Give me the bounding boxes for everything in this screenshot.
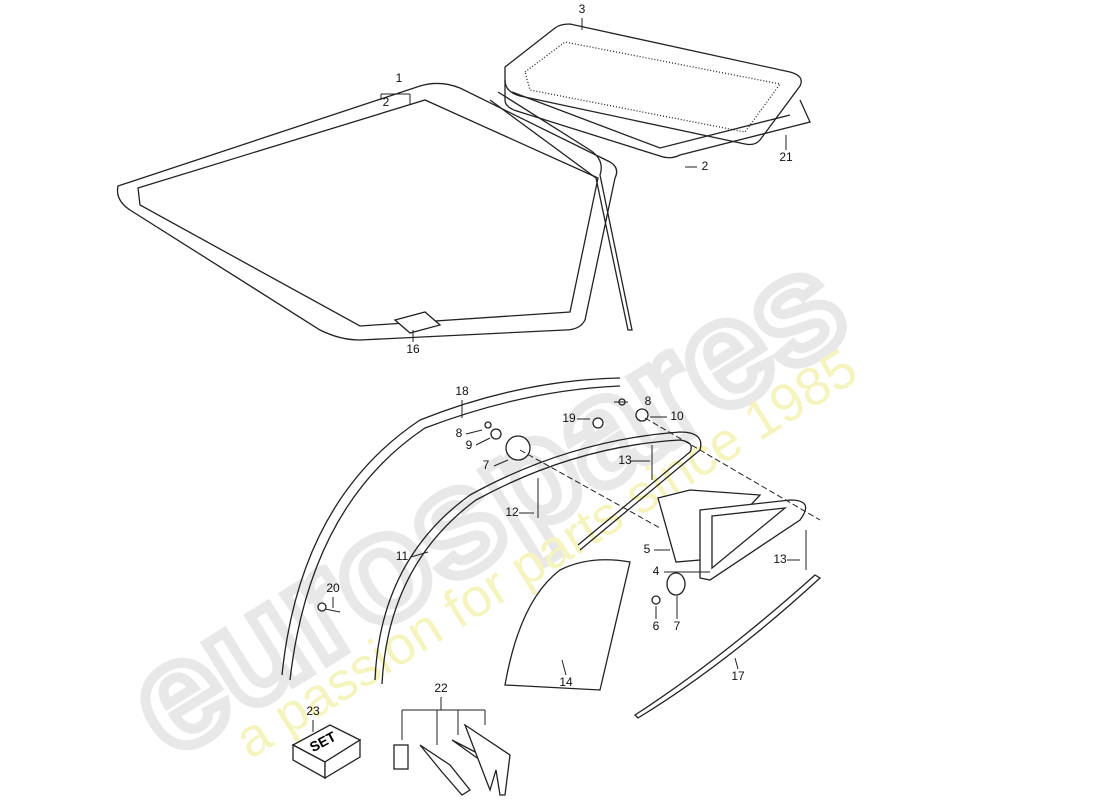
- callout-7b: 7: [674, 619, 681, 633]
- callout-21: 21: [779, 150, 793, 164]
- callout-5: 5: [644, 542, 651, 556]
- callout-2: 2: [383, 95, 390, 109]
- callout-10: 10: [670, 409, 684, 423]
- fasteners: [317, 398, 821, 613]
- callout-9: 9: [466, 438, 473, 452]
- callout-14: 14: [559, 675, 573, 689]
- callout-23: 23: [306, 704, 320, 718]
- side-windows: [657, 489, 807, 581]
- callout-11: 11: [396, 549, 409, 563]
- callout-8: 8: [645, 394, 652, 408]
- callout-8b: 8: [456, 426, 463, 440]
- set-box: SET: [291, 724, 362, 780]
- callout-13: 13: [618, 453, 632, 467]
- callout-3: 3: [579, 2, 586, 16]
- callout-2b: 2: [702, 159, 709, 173]
- clip-part-16: [393, 311, 442, 334]
- sealant-kit: [393, 709, 511, 796]
- roof-glass-part: [504, 23, 811, 159]
- trim-strips: [281, 377, 702, 685]
- callout-17: 17: [731, 669, 745, 683]
- door-glass-part: [504, 559, 631, 691]
- windshield-part: [116, 82, 633, 341]
- callout-1: 1: [396, 71, 403, 85]
- callout-13b: 13: [773, 552, 787, 566]
- callouts: 1 2 3 21 2 16 18 8 19 8 10 9 7 13 12 11 …: [306, 2, 793, 718]
- callout-22: 22: [434, 681, 448, 695]
- callout-18: 18: [455, 384, 469, 398]
- callout-19: 19: [562, 411, 576, 425]
- strip-part-17: [633, 574, 822, 719]
- leader-lines: [312, 18, 800, 732]
- callout-20: 20: [326, 581, 340, 595]
- callout-7: 7: [483, 458, 490, 472]
- callout-16: 16: [406, 342, 420, 356]
- callout-6: 6: [653, 619, 660, 633]
- callout-4: 4: [653, 564, 660, 578]
- callout-12: 12: [505, 505, 519, 519]
